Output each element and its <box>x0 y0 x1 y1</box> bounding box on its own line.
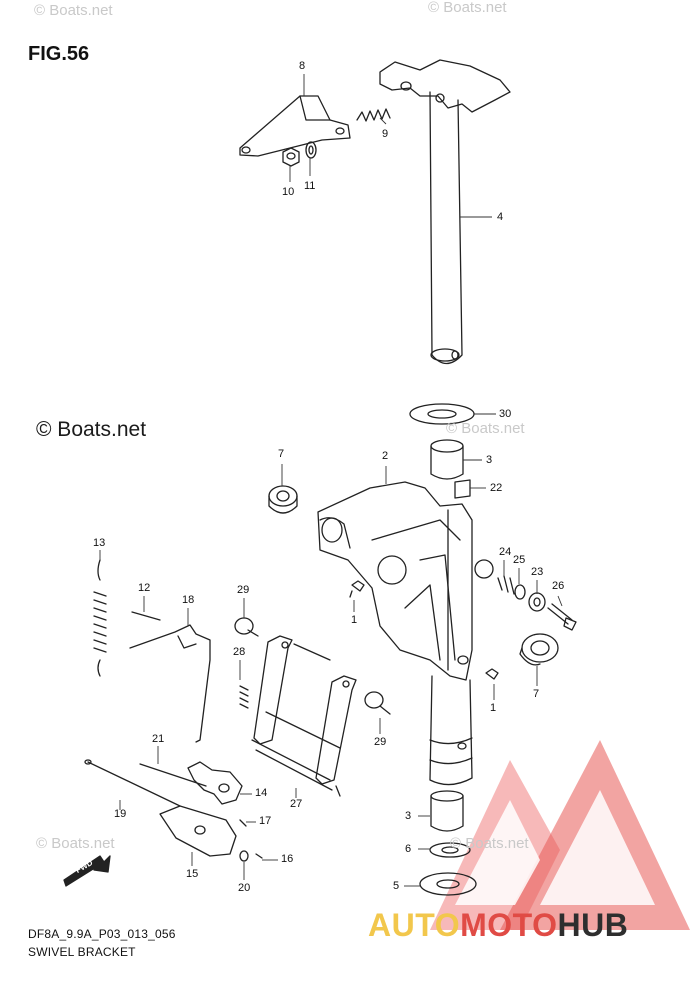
watermark-middle: © Boats.net <box>446 420 525 437</box>
callout-14: 14 <box>255 787 268 799</box>
part-16-pin <box>255 853 263 859</box>
figure-title: FIG.56 <box>28 43 90 65</box>
callout-30: 30 <box>499 408 512 420</box>
callout-20: 20 <box>238 882 251 894</box>
part-3-bushing-lower <box>430 790 464 832</box>
callout-23: 23 <box>531 566 544 578</box>
forward-arrow-icon <box>63 855 111 887</box>
swivel-lower-shaft <box>429 675 473 786</box>
part-9-spring <box>356 108 391 122</box>
part-20-washer <box>239 850 249 862</box>
part-13-spring <box>93 559 107 677</box>
part-5-washer <box>419 872 477 896</box>
part-24-stopper <box>474 559 494 579</box>
watermark-bottom-right: © Boats.net <box>450 835 529 852</box>
part-14-lock-lever <box>187 761 243 805</box>
callout-29-lower: 29 <box>374 736 387 748</box>
brand-part-1: AUTO <box>368 907 461 943</box>
part-19-rod <box>84 759 181 807</box>
callout-13: 13 <box>93 537 106 549</box>
callout-28: 28 <box>233 646 246 658</box>
part-26-bolt <box>547 603 577 631</box>
figure-name: SWIVEL BRACKET <box>28 945 136 959</box>
part-10-nut <box>282 147 300 167</box>
callout-12: 12 <box>138 582 151 594</box>
callout-17: 17 <box>259 815 272 827</box>
callout-27: 27 <box>290 798 303 810</box>
part-7-grommet-upper <box>268 485 298 514</box>
callout-3-lower: 3 <box>405 810 412 822</box>
callout-1-left: 1 <box>351 614 358 626</box>
part-18-wire-spring <box>129 624 211 743</box>
callout-29-upper: 29 <box>237 584 250 596</box>
callout-21: 21 <box>152 733 165 745</box>
part-1-bolt-right <box>485 668 499 680</box>
watermark-top-left: © Boats.net <box>34 2 113 19</box>
part-11-washer <box>305 141 317 159</box>
part-1-bolt-left <box>349 580 365 598</box>
part-22-pad <box>454 479 471 499</box>
part-3-bushing-upper <box>430 439 464 480</box>
callout-16: 16 <box>281 853 294 865</box>
part-7-grommet-lower <box>519 633 559 666</box>
callout-24: 24 <box>499 546 512 558</box>
callout-10: 10 <box>282 186 295 198</box>
part-29-bolt-lower <box>364 691 391 715</box>
brand-part-3: HUB <box>557 907 629 943</box>
part-25-washer <box>514 584 526 600</box>
part-4-steering-shaft <box>379 59 511 365</box>
part-21-rod <box>139 763 207 787</box>
callout-7-upper: 7 <box>278 448 285 460</box>
callout-2: 2 <box>382 450 389 462</box>
part-17-pin <box>239 819 247 827</box>
leader-lines <box>99 74 563 887</box>
callout-22: 22 <box>490 482 503 494</box>
callout-7-lower: 7 <box>533 688 540 700</box>
part-23-spring <box>528 592 546 612</box>
brand-part-2: MOTO <box>460 907 558 943</box>
watermark-top-right: © Boats.net <box>428 0 507 16</box>
part-29-bolt-upper <box>234 617 259 637</box>
callout-11: 11 <box>304 180 316 192</box>
callout-8: 8 <box>299 60 306 72</box>
callout-15: 15 <box>186 868 199 880</box>
part-8-bracket-plate <box>239 95 351 157</box>
callout-19: 19 <box>114 808 127 820</box>
callout-1-right: 1 <box>490 702 497 714</box>
part-28-spring <box>239 685 249 709</box>
part-27-tilt-lever <box>251 635 357 797</box>
callout-5: 5 <box>393 880 400 892</box>
callout-3-upper: 3 <box>486 454 493 466</box>
part-6-washer <box>429 842 471 858</box>
callout-25: 25 <box>513 554 526 566</box>
callout-18: 18 <box>182 594 195 606</box>
watermark-bottom-left: © Boats.net <box>36 835 115 852</box>
part-24-spring <box>497 575 515 595</box>
brand-wordmark: AUTOMOTOHUB <box>368 907 628 944</box>
callout-9: 9 <box>382 128 389 140</box>
callout-4: 4 <box>497 211 504 223</box>
callout-26: 26 <box>552 580 565 592</box>
part-12-pin <box>131 611 161 621</box>
callout-6: 6 <box>405 843 412 855</box>
watermark-large: © Boats.net <box>36 418 147 441</box>
brand-logo-triangle <box>430 740 690 930</box>
part-15-lock-bracket <box>159 805 237 857</box>
figure-code: DF8A_9.9A_P03_013_056 <box>28 927 176 941</box>
part-2-swivel-bracket <box>317 481 473 681</box>
